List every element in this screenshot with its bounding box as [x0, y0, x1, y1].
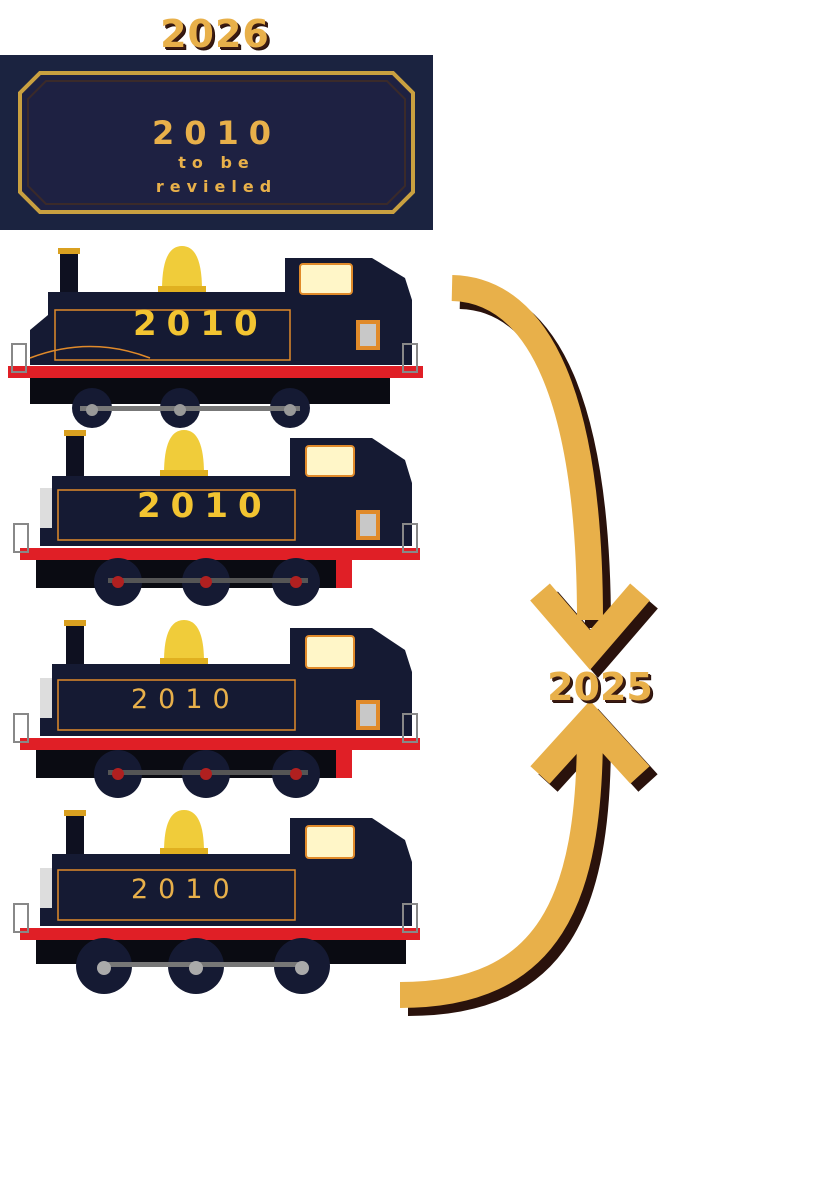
side-year-label: 2025	[547, 665, 653, 709]
engine-number: 2010	[131, 684, 240, 715]
engine-number: 2010	[133, 304, 268, 344]
arrows-graphic	[399, 275, 658, 1016]
plaque-number: 2010	[151, 114, 282, 152]
engine-illustration-1: 2010	[0, 240, 440, 430]
tank-engine-drawing	[13, 620, 420, 798]
plaque-line-1: to be	[178, 153, 255, 172]
up-arrow-icon	[399, 700, 650, 1008]
tank-engine-drawing	[8, 246, 423, 428]
announcement-plaque: 2010 to be revieled	[0, 55, 433, 230]
engine-illustration-4: 2010	[0, 806, 440, 996]
tank-engine-drawing	[13, 430, 420, 606]
tank-engine-drawing	[13, 810, 420, 994]
plaque-line-2: revieled	[155, 177, 278, 196]
top-year-label: 2026	[160, 12, 270, 56]
plaque-frame	[18, 71, 415, 214]
down-arrow-icon	[451, 275, 650, 670]
engine-number: 2010	[131, 874, 240, 905]
engine-illustration-2: 2010	[0, 428, 440, 618]
engine-number: 2010	[137, 486, 272, 526]
engine-illustration-3: 2010	[0, 616, 440, 806]
